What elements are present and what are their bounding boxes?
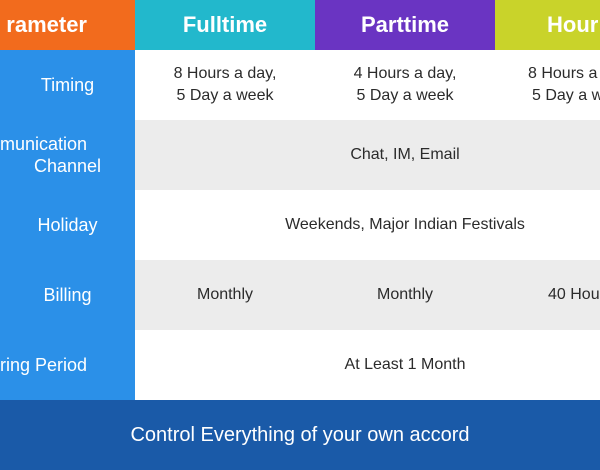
label-holiday-text: Holiday bbox=[37, 215, 98, 235]
label-communication-channel: munication Channel bbox=[0, 120, 135, 190]
row-holiday: Weekends, Major Indian Festivals bbox=[135, 190, 600, 260]
parameter-column: Timing munication Channel Holiday Billin… bbox=[0, 50, 135, 400]
billing-parttime: Monthly bbox=[315, 260, 495, 330]
timing-parttime: 4 Hours a day, 5 Day a week bbox=[315, 50, 495, 120]
billing-hourly: 40 Hou bbox=[495, 260, 600, 330]
hiring-period-merged-text: At Least 1 Month bbox=[344, 356, 466, 373]
label-billing-text: Billing bbox=[43, 285, 92, 305]
timing-parttime-line1: 4 Hours a day, bbox=[353, 65, 457, 82]
plans-comparison-table: rameter Fulltime Parttime Hour Timing mu… bbox=[0, 0, 600, 400]
label-communication-line2: Channel bbox=[33, 156, 102, 176]
header-hourly: Hour bbox=[495, 0, 600, 50]
billing-hourly-text: 40 Hou bbox=[548, 286, 600, 303]
label-timing-text: Timing bbox=[40, 75, 95, 95]
row-hiring-period: At Least 1 Month bbox=[135, 330, 600, 400]
holiday-merged-text: Weekends, Major Indian Festivals bbox=[285, 216, 525, 233]
label-hiring-period: ring Period bbox=[0, 330, 135, 400]
row-billing: Monthly Monthly 40 Hou bbox=[135, 260, 600, 330]
label-holiday: Holiday bbox=[0, 190, 135, 260]
row-timing: 8 Hours a day, 5 Day a week 4 Hours a da… bbox=[135, 50, 600, 120]
header-parttime: Parttime bbox=[315, 0, 495, 50]
timing-fulltime-line2: 5 Day a week bbox=[176, 87, 274, 104]
timing-hourly-line2: 5 Day a w bbox=[532, 87, 600, 104]
timing-fulltime: 8 Hours a day, 5 Day a week bbox=[135, 50, 315, 120]
label-timing: Timing bbox=[0, 50, 135, 120]
timing-parttime-line2: 5 Day a week bbox=[356, 87, 454, 104]
hiring-period-merged: At Least 1 Month bbox=[135, 330, 600, 400]
billing-parttime-text: Monthly bbox=[376, 286, 434, 303]
timing-hourly-line1: 8 Hours a bbox=[528, 65, 598, 82]
label-communication-line1: munication bbox=[0, 134, 88, 154]
timing-hourly: 8 Hours a 5 Day a w bbox=[495, 50, 600, 120]
holiday-merged: Weekends, Major Indian Festivals bbox=[135, 190, 600, 260]
row-communication-channel: Chat, IM, Email bbox=[135, 120, 600, 190]
communication-merged: Chat, IM, Email bbox=[135, 120, 600, 190]
header-parameter: rameter bbox=[0, 0, 135, 50]
label-billing: Billing bbox=[0, 260, 135, 330]
label-hiring-period-text: ring Period bbox=[0, 355, 88, 375]
billing-fulltime: Monthly bbox=[135, 260, 315, 330]
header-fulltime: Fulltime bbox=[135, 0, 315, 50]
communication-merged-text: Chat, IM, Email bbox=[350, 146, 460, 163]
timing-fulltime-line1: 8 Hours a day, bbox=[173, 65, 277, 82]
billing-fulltime-text: Monthly bbox=[196, 286, 254, 303]
footer-text: Control Everything of your own accord bbox=[130, 424, 470, 446]
footer-banner: Control Everything of your own accord bbox=[0, 400, 600, 470]
